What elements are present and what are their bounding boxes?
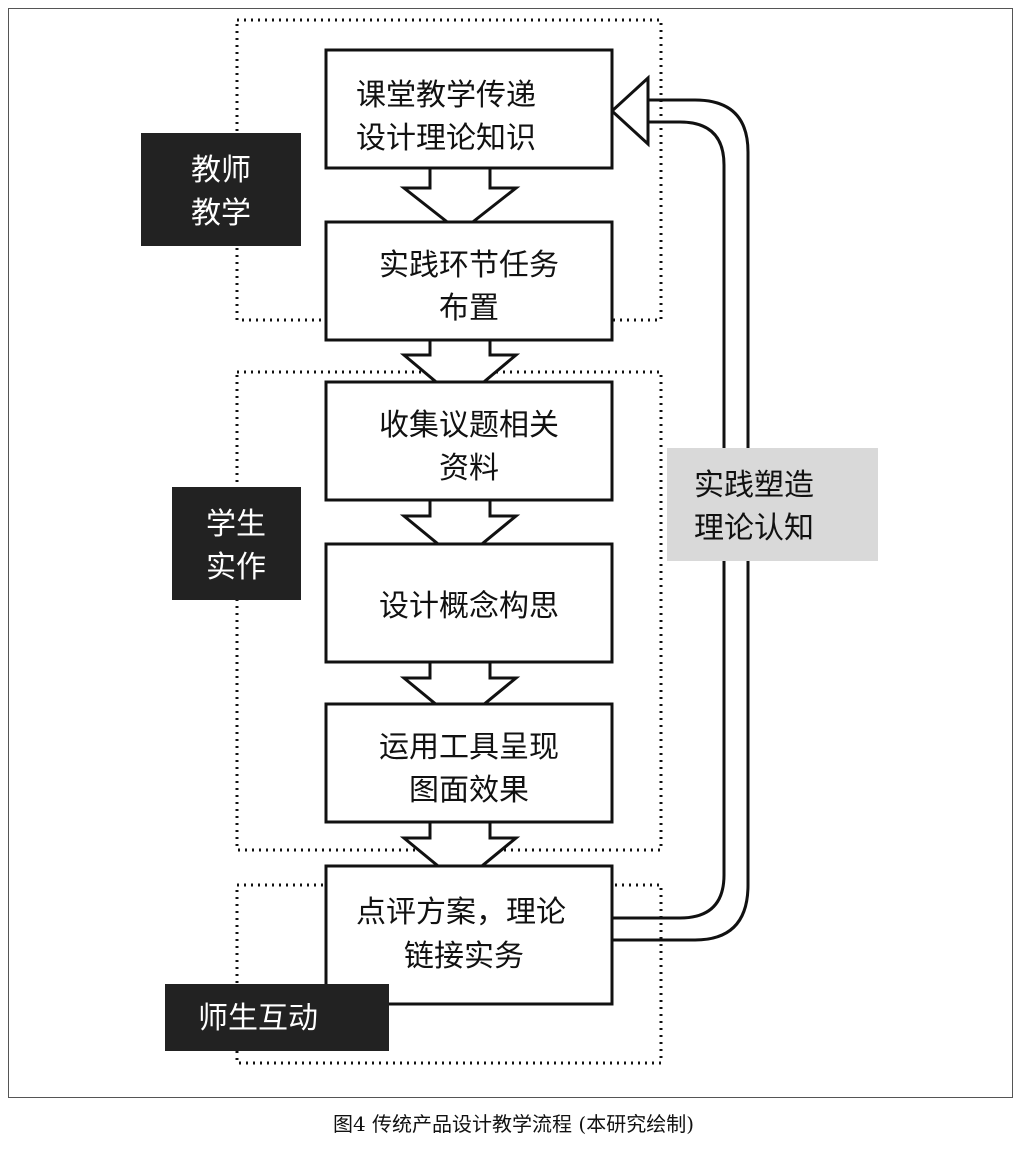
connector-arrow-2 [399, 338, 521, 404]
step-3-line-1: 收集议题相关 [379, 408, 559, 443]
step-3-line-2: 资料 [439, 451, 499, 486]
step-box-5: 运用工具呈现 图面效果 [324, 702, 614, 824]
phase-label-interaction: 师生互动 [165, 984, 389, 1051]
phase-label-teacher: 教师 教学 [141, 133, 301, 246]
step-1-line-1: 课堂教学传递 [356, 78, 536, 113]
step-1-line-2: 设计理论知识 [356, 121, 536, 156]
step-4-line-1: 设计概念构思 [379, 589, 559, 624]
step-6-line-2: 链接实务 [404, 939, 524, 974]
step-5-line-2: 图面效果 [409, 773, 529, 808]
feedback-label: 实践塑造 理论认知 [667, 448, 878, 561]
figure-caption: 图4 传统产品设计教学流程 (本研究绘制) [332, 1112, 695, 1136]
phase-region-teacher [235, 18, 663, 322]
connector-arrow-1 [399, 166, 521, 234]
phase-label-student: 学生 实作 [172, 487, 301, 600]
step-2-line-2: 布置 [439, 291, 499, 326]
feedback-label-line-2: 理论认知 [694, 511, 814, 546]
phase-label-student-line-1: 学生 [206, 507, 266, 542]
figure-frame [8, 8, 1013, 1098]
connector-arrow-4 [399, 660, 521, 726]
flow-diagram: 课堂教学传递 设计理论知识 实践环节任务 布置 收集议题相关 资料 设计概念构思… [141, 18, 878, 1065]
step-2-line-1: 实践环节任务 [379, 248, 559, 283]
step-6-line-1: 点评方案，理论 [356, 895, 566, 930]
phase-label-teacher-line-2: 教学 [191, 196, 251, 231]
phase-label-student-line-2: 实作 [206, 550, 266, 585]
connector-arrow-3 [399, 498, 521, 564]
step-5-line-1: 运用工具呈现 [379, 730, 559, 765]
phase-label-teacher-line-1: 教师 [191, 153, 251, 188]
step-box-3: 收集议题相关 资料 [324, 380, 614, 502]
phase-label-interaction-line-1: 师生互动 [198, 1001, 318, 1036]
connector-arrow-5 [399, 820, 521, 886]
step-box-4: 设计概念构思 [324, 542, 614, 664]
step-box-2: 实践环节任务 布置 [324, 220, 614, 342]
feedback-label-line-1: 实践塑造 [694, 468, 814, 503]
feedback-arrow-head [609, 74, 650, 148]
step-box-1: 课堂教学传递 设计理论知识 [324, 48, 614, 170]
step-box-6: 点评方案，理论 链接实务 [324, 864, 614, 1006]
